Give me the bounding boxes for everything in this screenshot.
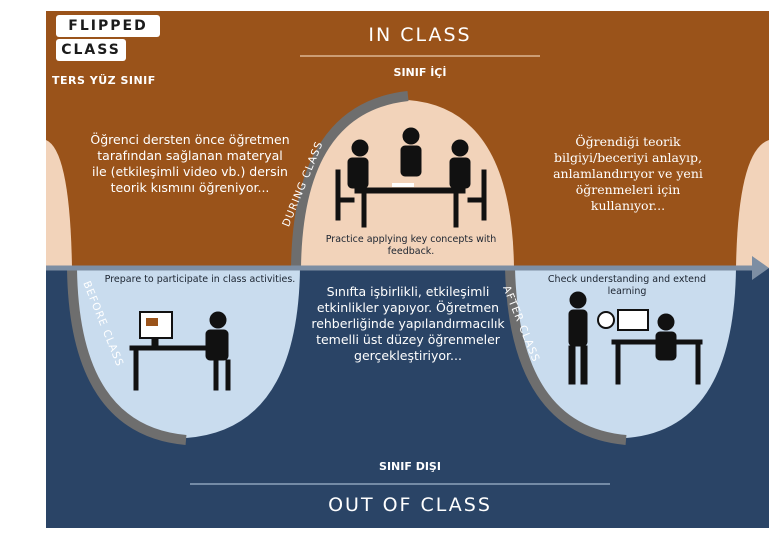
before-class-caption: Prepare to participate in class activiti… [104,274,296,285]
out-of-class-subtitle: SINIF DIŞI [379,460,441,473]
before-class-illustration [129,311,231,391]
in-class-title: IN CLASS [368,24,472,46]
during-class-illustration [335,127,487,228]
after-class-bubble [514,268,736,438]
during-class-curve [291,91,409,269]
after-class-illustration [568,291,703,385]
in-class-subtitle: SINIF İÇİ [393,66,447,79]
after-class-caption: Check understanding and extend learning [547,274,707,297]
left-edge-bubble [46,140,72,268]
before-class-curve [67,267,187,445]
out-of-class-center-text: Sınıfta işbirlikli, etkileşimli etkinlik… [311,284,505,363]
in-class-right-text: Öğrendiği teorik bilgiyi/beceriyi anlayı… [553,134,703,213]
logo: FLIPPED CLASS [56,15,164,63]
before-class-bubble [72,268,300,438]
in-class-left-text: Öğrenci dersten önce öğretmen tarafından… [90,132,290,195]
right-edge-bubble [736,140,769,268]
logo-line-1: FLIPPED [56,15,160,37]
during-class-caption: Practice applying key concepts with feed… [325,234,497,257]
out-of-class-title: OUT OF CLASS [328,494,492,516]
after-class-curve [505,267,627,445]
timeline-arrow [752,256,769,280]
logo-line-2: CLASS [56,39,126,61]
logo-subtitle: TERS YÜZ SINIF [52,74,156,87]
